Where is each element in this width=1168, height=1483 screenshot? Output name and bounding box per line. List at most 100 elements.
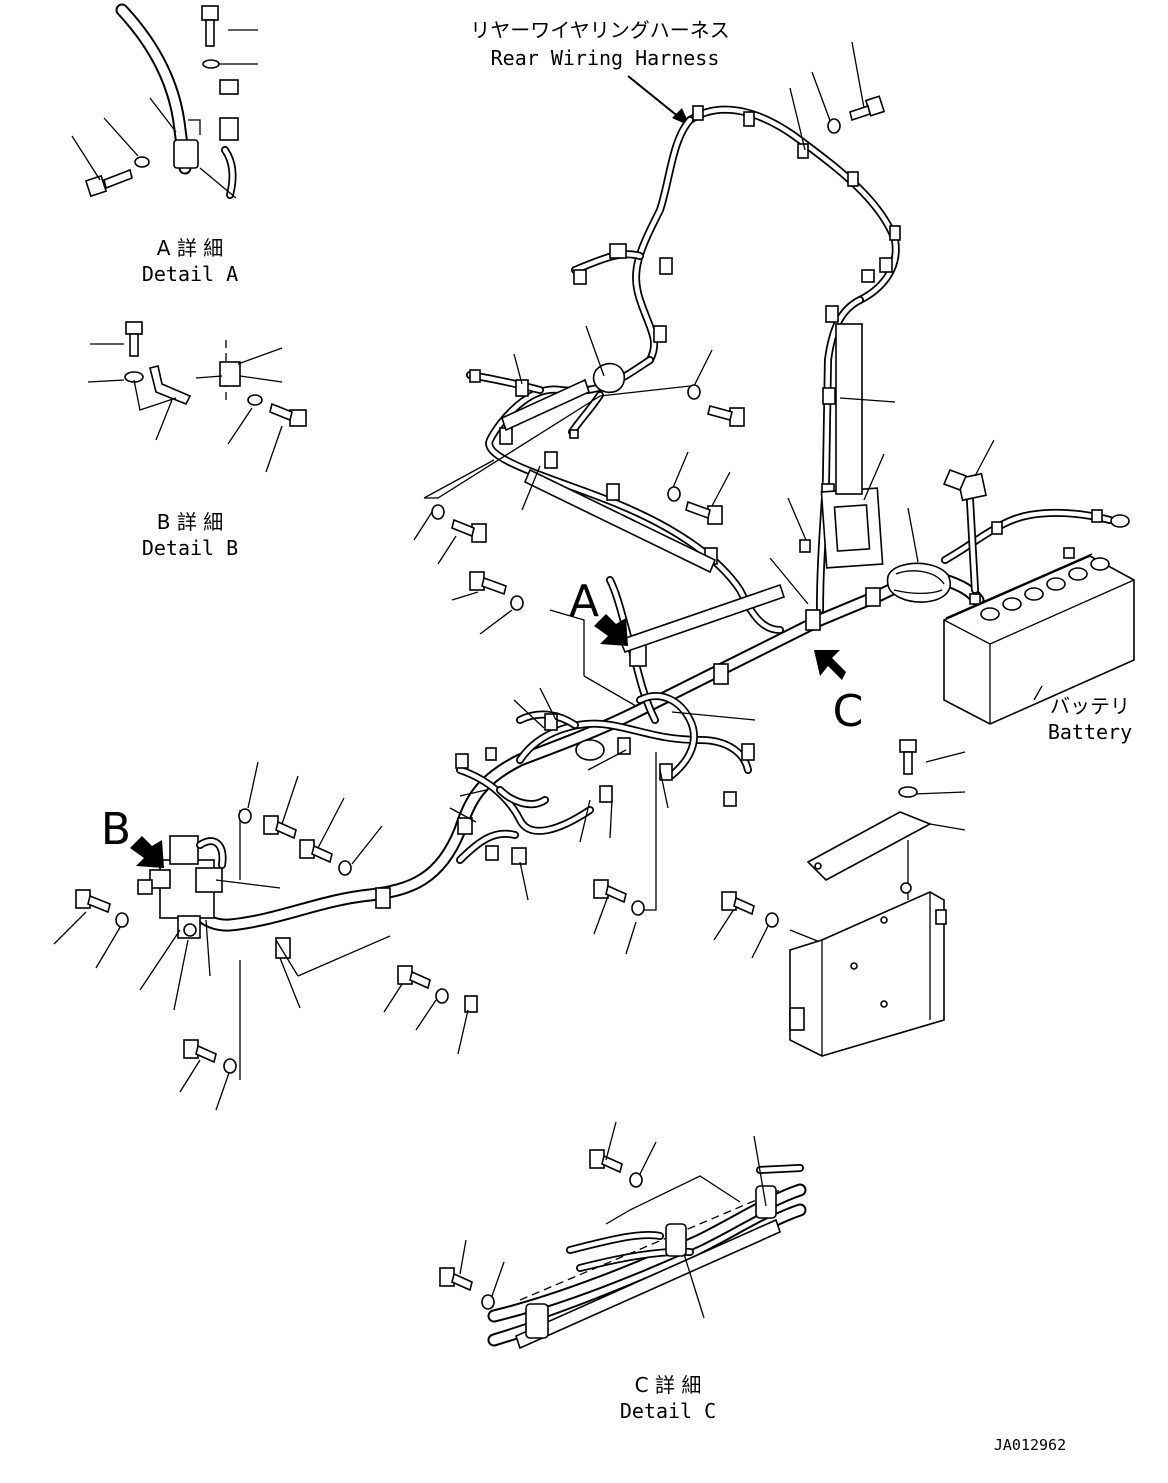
bolt-icon xyxy=(899,739,917,775)
clamp-icon xyxy=(515,379,529,397)
view-arrow-icon xyxy=(814,650,846,680)
bolt-icon xyxy=(269,402,307,427)
clamp-icon xyxy=(755,1185,777,1219)
bolt-icon xyxy=(263,815,297,840)
bolt-icon xyxy=(721,891,755,916)
bracket-icon xyxy=(149,365,192,406)
bolt-icon xyxy=(685,500,723,525)
cover-plate-icon xyxy=(515,1218,781,1350)
clamp-icon xyxy=(275,937,291,959)
detail-a: A 詳 細 Detail A xyxy=(71,3,258,286)
washer-icon xyxy=(687,384,701,400)
connector-icon xyxy=(879,257,893,273)
drawing-id: JA012962 xyxy=(994,1436,1066,1454)
clamp-icon xyxy=(713,663,729,685)
washer-icon xyxy=(431,504,445,520)
battery-label-en: Battery xyxy=(1048,720,1132,744)
detail-a-title-jp: A 詳 細 xyxy=(157,236,223,260)
clamp-icon xyxy=(606,483,620,501)
clamp-icon xyxy=(1091,509,1103,523)
bolt-icon xyxy=(183,1039,217,1064)
clamp-icon xyxy=(889,225,901,241)
clamp-icon xyxy=(865,587,881,607)
clamp-icon xyxy=(665,1223,687,1257)
connector-icon xyxy=(455,753,469,769)
clamp-icon xyxy=(991,521,1003,535)
clamp-icon xyxy=(822,387,836,405)
cover-plate-icon xyxy=(523,468,717,574)
bolt-icon xyxy=(593,879,627,904)
bolt-icon xyxy=(299,839,333,864)
bolt-icon xyxy=(84,168,133,198)
battery-label-jp: バッテリ xyxy=(1050,694,1130,718)
washer-icon xyxy=(667,486,681,502)
bolt-icon xyxy=(201,5,219,47)
clamp-icon xyxy=(544,713,558,731)
detail-b: B 詳 細 Detail B xyxy=(87,321,307,560)
washer-icon xyxy=(435,988,449,1004)
view-label-b: B xyxy=(101,804,131,855)
connectors xyxy=(455,243,1130,835)
clamp-icon xyxy=(464,995,478,1013)
clamp-icon xyxy=(653,325,667,343)
view-arrow-icon xyxy=(594,614,628,646)
bolt-icon xyxy=(451,518,487,543)
washer-icon xyxy=(481,1294,495,1310)
detail-b-title-en: Detail B xyxy=(142,536,238,560)
bolt-icon xyxy=(469,571,507,596)
rear-harness-title-en: Rear Wiring Harness xyxy=(491,46,720,70)
washer-icon xyxy=(202,59,220,69)
grommet-icon xyxy=(886,562,951,603)
clamp-icon xyxy=(659,257,673,275)
clamp-icon xyxy=(599,785,613,803)
connector-icon xyxy=(485,747,497,761)
connector-icon xyxy=(469,369,481,383)
washer-icon xyxy=(827,118,841,134)
connector-icon xyxy=(723,791,737,807)
clamp-icon xyxy=(544,451,558,469)
cover-plate-icon xyxy=(501,378,590,432)
bolt-icon xyxy=(849,95,886,122)
battery-bracket xyxy=(789,739,947,1057)
detail-c-title-en: Detail C xyxy=(620,1399,716,1423)
clamp-icon xyxy=(525,1303,549,1339)
washer-icon xyxy=(510,595,524,611)
clamp-icon xyxy=(743,111,755,127)
fasteners xyxy=(75,95,886,1074)
washer-icon xyxy=(115,912,129,928)
bolt-icon xyxy=(589,1149,623,1174)
connector-icon xyxy=(219,79,239,95)
washer-icon xyxy=(247,394,263,406)
bolt-icon xyxy=(75,889,111,914)
clamp-icon xyxy=(173,139,199,169)
clamp-icon xyxy=(511,847,527,865)
detail-c: C 詳 細 Detail C xyxy=(439,1121,807,1423)
rear-harness-title-jp: リヤーワイヤリングハーネス xyxy=(470,18,729,42)
clamp-icon xyxy=(799,539,811,553)
connector-icon xyxy=(219,117,239,141)
connector-icon xyxy=(569,429,579,439)
mount-bracket-icon xyxy=(789,891,945,1057)
view-arrow-c: C xyxy=(814,650,863,737)
bolt-icon xyxy=(125,321,143,357)
washer-icon xyxy=(765,912,779,928)
view-label-a: A xyxy=(569,576,599,627)
connector-icon xyxy=(609,243,627,259)
main-harness xyxy=(137,105,1130,1013)
clamp-icon xyxy=(617,737,631,755)
bolt-icon xyxy=(707,405,745,427)
clamp-icon xyxy=(692,105,704,121)
detail-c-title-jp: C 詳 細 xyxy=(635,1373,702,1397)
connector-icon xyxy=(573,269,587,285)
clamp-icon xyxy=(375,887,391,909)
washer-icon xyxy=(134,156,150,168)
washer-icon xyxy=(898,786,918,798)
clamp-icon xyxy=(805,609,821,631)
detail-a-title-en: Detail A xyxy=(142,262,238,286)
cover-plate-icon xyxy=(618,583,786,654)
clamp-icon xyxy=(797,143,809,159)
washer-icon xyxy=(631,900,645,916)
washer-icon xyxy=(223,1058,237,1074)
view-arrow-b: B xyxy=(101,804,164,868)
